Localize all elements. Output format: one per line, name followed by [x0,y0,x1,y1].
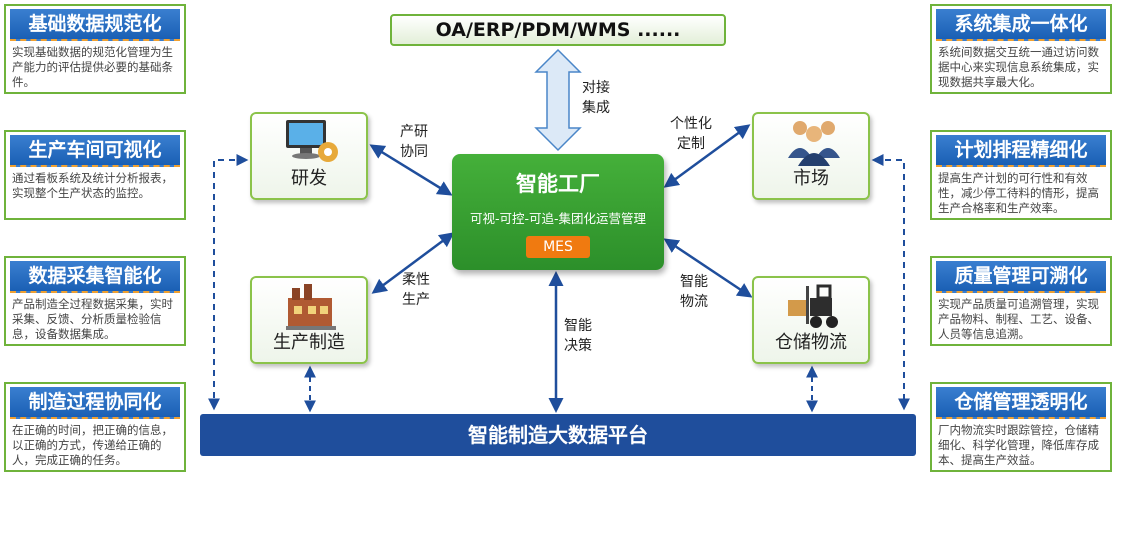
top-link-line1: 对接 [582,80,610,96]
market-link-label: 个性化 定制 [670,114,712,154]
module-production-label: 生产制造 [273,332,345,353]
smart-factory-center: 智能工厂 可视-可控-可追-集团化运营管理 MES [452,154,664,270]
card-title: 仓储管理透明化 [936,387,1106,419]
wh-link-line1: 智能 [680,274,708,290]
monitor-gear-icon [286,120,338,162]
top-system-bar: OA/ERP/PDM/WMS ...... [390,14,726,46]
arrow-market [663,124,751,188]
center-title: 智能工厂 [516,172,600,196]
card-title: 计划排程精细化 [936,135,1106,167]
top-link-label: 对接 集成 [582,78,610,118]
big-data-platform-bar: 智能制造大数据平台 [200,414,916,456]
module-warehouse-label: 仓储物流 [775,332,847,353]
bottom-link-line2: 决策 [564,338,592,354]
card-workshop-visual: 生产车间可视化 通过看板系统及统计分析报表，实现整个生产状态的监控。 [4,130,186,220]
forklift-icon [788,284,838,328]
center-subtitle: 可视-可控-可追-集团化运营管理 [469,211,647,226]
card-title: 生产车间可视化 [10,135,180,167]
card-desc: 实现基础数据的规范化管理为生产能力的评估提供必要的基础条件。 [12,45,173,89]
card-basic-data: 基础数据规范化 实现基础数据的规范化管理为生产能力的评估提供必要的基础条件。 [4,4,186,94]
people-group-icon [788,121,840,166]
bottom-link-label: 智能 决策 [564,316,592,356]
rd-link-line2: 协同 [400,144,428,160]
card-title: 基础数据规范化 [10,9,180,41]
dash-right-outer [871,154,910,411]
card-title: 制造过程协同化 [10,387,180,419]
card-data-collection: 数据采集智能化 产品制造全过程数据采集，实时采集、反馈、分析质量检验信息，设备数… [4,256,186,346]
module-market: 市场 [752,112,870,200]
wh-link-label: 智能 物流 [680,272,708,312]
card-title: 数据采集智能化 [10,261,180,293]
arrow-wh [663,238,753,298]
card-planning-scheduling: 计划排程精细化 提高生产计划的可行性和有效性，减少停工待料的情形，提高生产合格率… [930,130,1112,220]
prod-link-line1: 柔性 [402,272,430,288]
card-desc: 提高生产计划的可行性和有效性，减少停工待料的情形，提高生产合格率和生产效率。 [938,171,1099,215]
module-warehouse: 仓储物流 [752,276,870,364]
wh-link-line2: 物流 [680,294,708,310]
card-warehouse-transparent: 仓储管理透明化 厂内物流实时跟踪管控，仓储精细化、科学化管理，降低库存成本、提高… [930,382,1112,472]
card-desc: 厂内物流实时跟踪管控，仓储精细化、科学化管理，降低库存成本、提高生产效益。 [938,423,1099,467]
card-desc: 通过看板系统及统计分析报表，实现整个生产状态的监控。 [12,171,173,200]
prod-link-label: 柔性 生产 [402,270,430,310]
card-system-integration: 系统集成一体化 系统间数据交互统一通过访问数据中心来实现信息系统集成，实现数据共… [930,4,1112,94]
card-process-collab: 制造过程协同化 在正确的时间，把正确的信息，以正确的方式，传递给正确的人，完成正… [4,382,186,472]
market-link-line1: 个性化 [670,116,712,132]
module-market-label: 市场 [793,168,829,189]
prod-link-line2: 生产 [402,292,430,308]
card-title: 质量管理可溯化 [936,261,1106,293]
card-desc: 产品制造全过程数据采集，实时采集、反馈、分析质量检验信息，设备数据集成。 [12,297,173,341]
card-desc: 在正确的时间，把正确的信息，以正确的方式，传递给正确的人，完成正确的任务。 [12,423,173,467]
rd-link-line1: 产研 [400,124,428,140]
module-rd-label: 研发 [291,168,327,189]
card-desc: 实现产品质量可追溯管理，实现产品物料、制程、工艺、设备、人员等信息追溯。 [938,297,1099,341]
arrow-rd [369,144,453,196]
module-rd: 研发 [250,112,368,200]
module-production: 生产制造 [250,276,368,364]
mes-badge: MES [526,236,590,258]
rd-link-label: 产研 协同 [400,122,428,162]
market-link-line2: 定制 [677,136,705,152]
card-desc: 系统间数据交互统一通过访问数据中心来实现信息系统集成，实现数据共享最大化。 [938,45,1099,89]
card-title: 系统集成一体化 [936,9,1106,41]
factory-icon [286,284,336,330]
top-double-arrow [534,48,582,152]
bottom-link-line1: 智能 [564,318,592,334]
dash-left-outer [208,154,249,411]
arrow-prod [371,232,455,294]
top-link-line2: 集成 [582,100,610,116]
card-quality-trace: 质量管理可溯化 实现产品质量可追溯管理，实现产品物料、制程、工艺、设备、人员等信… [930,256,1112,346]
